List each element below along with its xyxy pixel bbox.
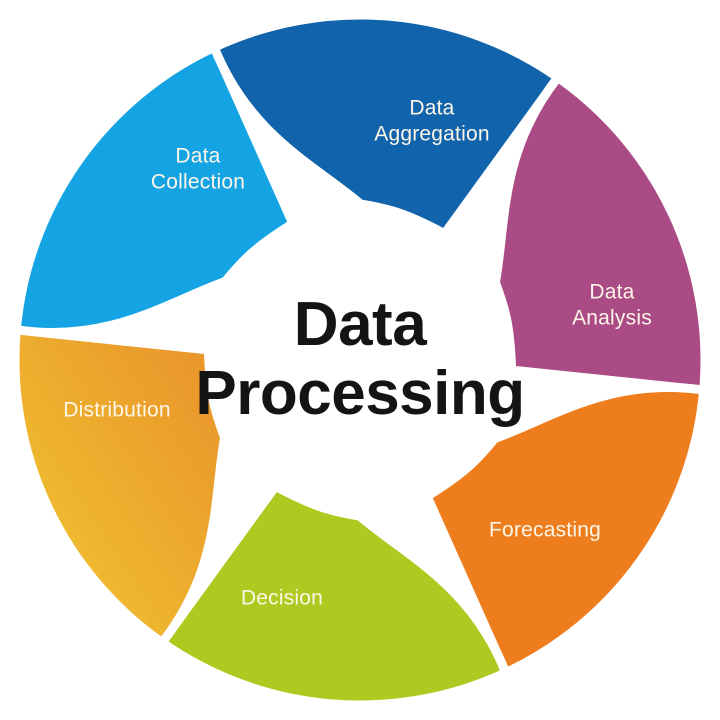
- segment-label-data-aggregation: Data: [409, 97, 454, 120]
- segment-forecasting[interactable]: [490, 72, 710, 395]
- segment-label-forecasting: Forecasting: [489, 519, 601, 542]
- segment-label-data-analysis: Data: [589, 281, 634, 304]
- segment-labels-group: DataAggregationDataAnalysisForecastingDe…: [63, 97, 652, 610]
- segment-data-collection[interactable]: [10, 325, 230, 648]
- segment-label-distribution: Distribution: [63, 399, 170, 422]
- segment-label-data-collection: Collection: [151, 171, 245, 194]
- segment-label-decision: Decision: [241, 587, 323, 610]
- center-circle: [213, 213, 507, 507]
- center-title-line2: Processing: [195, 359, 524, 428]
- segment-distribution[interactable]: [157, 481, 511, 710]
- segment-data-analysis[interactable]: [209, 10, 563, 239]
- segment-label-data-collection: Data: [175, 145, 220, 168]
- segment-decision[interactable]: [422, 382, 709, 678]
- segment-label-data-aggregation: Aggregation: [374, 123, 489, 146]
- segment-data-aggregation[interactable]: [11, 42, 298, 338]
- segments-group: [10, 10, 710, 710]
- center-title-line1: Data: [294, 290, 427, 359]
- segment-label-data-analysis: Analysis: [572, 307, 652, 330]
- center-hub: Data Processing: [195, 213, 525, 507]
